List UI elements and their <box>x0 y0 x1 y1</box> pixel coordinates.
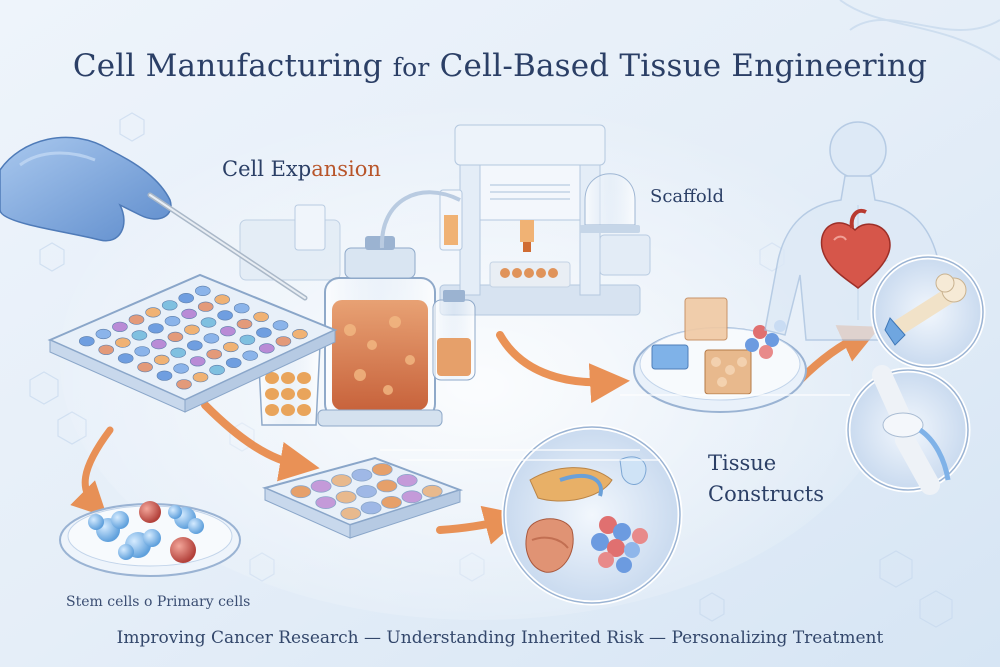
tray-well <box>401 490 423 504</box>
well <box>181 308 197 320</box>
tray-well <box>381 495 402 509</box>
tray-well <box>335 490 357 504</box>
knee-joint-icon <box>845 365 971 495</box>
stem-cells-label: Stem cells o Primary cells <box>66 594 251 610</box>
title-part-3: Cell-Based Tissue Engineering <box>439 48 928 84</box>
well <box>253 311 269 322</box>
well <box>220 326 236 337</box>
arrow-reactor-to-scaffold <box>496 331 630 404</box>
tray-well <box>310 479 332 493</box>
well <box>242 350 258 361</box>
well <box>112 321 128 332</box>
well <box>148 323 164 334</box>
well <box>161 300 178 311</box>
well <box>128 314 145 325</box>
well <box>256 327 272 338</box>
tray-well <box>340 507 362 520</box>
cell-expansion-label: Cell Expansion <box>222 157 381 181</box>
well <box>131 330 148 341</box>
well <box>217 310 233 321</box>
tray-well <box>351 468 373 482</box>
well <box>292 329 308 340</box>
tray-well <box>360 501 382 515</box>
tissue-constructs-label-line-1: Tissue <box>708 451 777 475</box>
well <box>275 336 292 347</box>
well <box>95 328 112 340</box>
well <box>258 343 275 354</box>
well <box>223 341 239 353</box>
well <box>272 320 289 331</box>
well <box>200 317 217 328</box>
dna-strand-decoration <box>839 0 1000 61</box>
well <box>187 340 203 351</box>
well <box>79 336 95 347</box>
tissue-constructs-icon <box>501 424 683 606</box>
well <box>214 294 230 305</box>
well <box>151 339 167 350</box>
well <box>167 331 184 343</box>
well <box>176 379 192 390</box>
tissue-constructs-label-line-2: Constructs <box>708 482 824 506</box>
well <box>239 334 256 345</box>
tray-well <box>371 463 393 476</box>
cell-expansion-label-b: ansion <box>311 157 381 181</box>
well <box>173 363 189 374</box>
well <box>170 347 186 358</box>
data-lines-decoration <box>380 394 850 461</box>
scaffold-dish-icon <box>633 297 807 413</box>
arrow-plate-to-tray <box>201 401 320 482</box>
tray-well <box>356 485 377 498</box>
heart-icon <box>820 208 891 289</box>
well <box>192 372 209 383</box>
expansion-tray-icon <box>261 456 464 539</box>
title-part-2: for <box>392 53 430 82</box>
arrow-plate-to-cells <box>70 426 114 518</box>
well <box>178 293 194 304</box>
well <box>203 333 220 344</box>
well <box>206 349 222 360</box>
well <box>236 318 253 330</box>
cells-dish-icon <box>59 501 241 577</box>
glove-hand-icon <box>0 136 308 301</box>
footer-caption: Improving Cancer Research — Understandin… <box>116 628 884 648</box>
well <box>184 324 200 335</box>
well <box>197 301 214 312</box>
well-plate-icon <box>47 273 338 413</box>
tray-well <box>421 484 443 498</box>
tray-well <box>396 473 418 487</box>
cell-expansion-label-a: Cell Exp <box>222 157 312 181</box>
well <box>145 307 161 318</box>
well <box>209 364 225 376</box>
well <box>153 354 170 366</box>
tray-well <box>331 474 352 488</box>
tray-well <box>315 496 337 510</box>
well <box>117 353 134 364</box>
title-part-1: Cell Manufacturing <box>72 48 383 84</box>
well <box>137 362 153 373</box>
page-title: Cell Manufacturing for Cell-Based Tissue… <box>0 48 1000 84</box>
bioprinter-icon <box>239 124 651 316</box>
well <box>134 346 150 357</box>
well <box>164 316 181 327</box>
arrow-tray-to-constructs <box>436 505 525 545</box>
well <box>233 303 250 314</box>
scaffold-label: Scaffold <box>650 186 725 207</box>
well <box>115 337 131 348</box>
well <box>225 357 242 368</box>
well <box>98 344 114 355</box>
tray-well <box>290 485 312 499</box>
well <box>189 356 206 367</box>
bone-icon <box>870 254 986 370</box>
well <box>156 370 173 381</box>
tray-well <box>376 479 398 493</box>
well <box>195 285 211 297</box>
